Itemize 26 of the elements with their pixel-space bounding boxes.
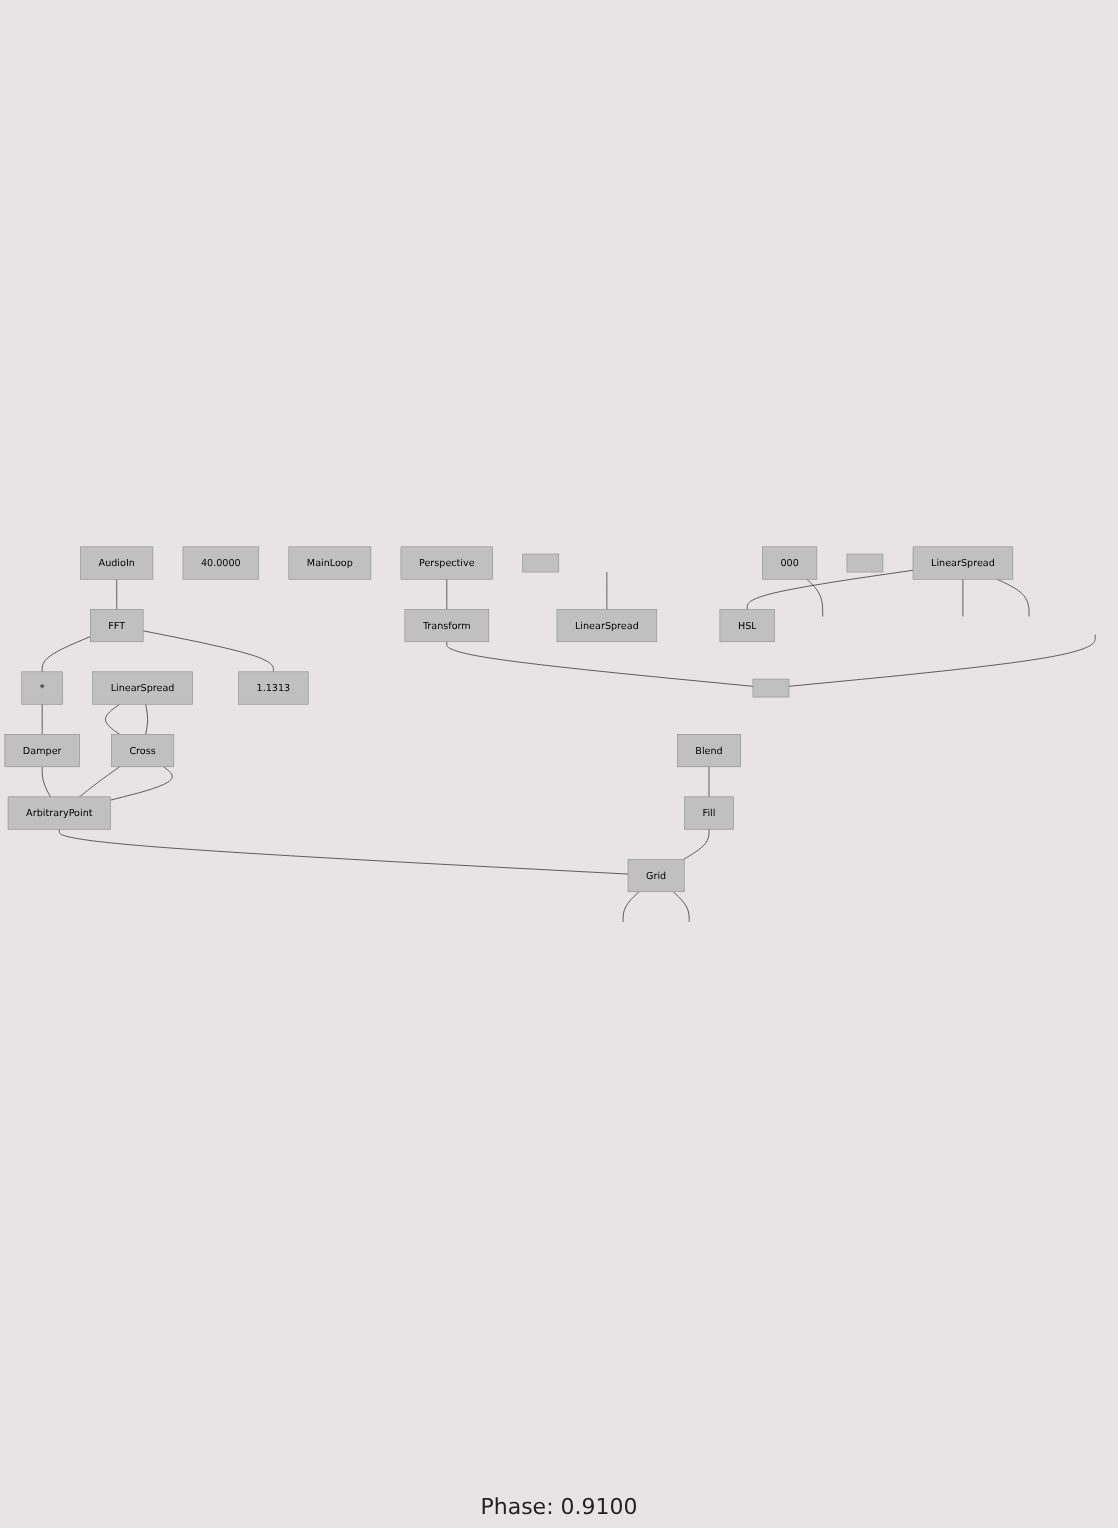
connector-line — [746, 569, 914, 610]
connector-line — [708, 766, 710, 797]
connector-line — [622, 891, 640, 922]
connector-line — [446, 578, 448, 610]
connector-line — [59, 828, 629, 875]
connector-line — [446, 641, 754, 687]
connector-line — [806, 578, 823, 617]
connector-line — [41, 635, 91, 672]
connector-line — [145, 703, 148, 735]
node-box — [522, 553, 560, 572]
connector-line — [788, 633, 1096, 687]
connector-line — [105, 703, 120, 735]
connector-line — [116, 578, 117, 610]
note-text: Phase: 0.9100 — [480, 1494, 638, 1520]
connector-line — [41, 703, 43, 735]
connector-line — [996, 578, 1030, 617]
connector-line — [110, 766, 173, 801]
connector-line — [79, 766, 120, 797]
connector-line — [41, 766, 51, 797]
connector-line — [962, 578, 964, 617]
node-box — [752, 678, 790, 697]
node-box — [846, 553, 884, 572]
connector-line — [606, 571, 608, 610]
connector-line — [142, 630, 274, 672]
connector-line — [673, 891, 690, 922]
connector-line — [683, 828, 710, 860]
